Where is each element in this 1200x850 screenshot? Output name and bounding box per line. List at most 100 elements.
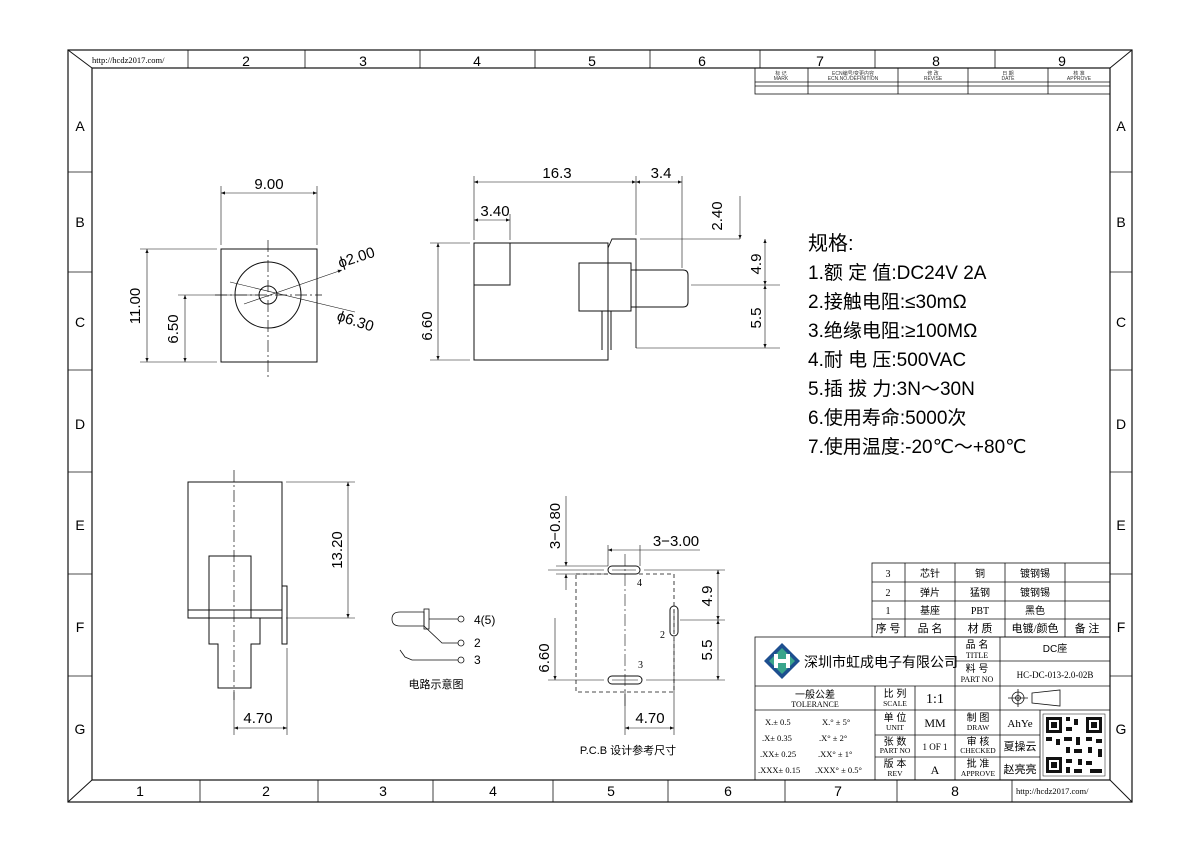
- pcb-pin2-label: 2: [660, 630, 665, 641]
- side-view: [430, 176, 780, 361]
- bom-r1-c3: 铜: [975, 568, 985, 580]
- rev-h-approve-en: APPROVE: [1067, 76, 1092, 82]
- row-left-C: C: [75, 314, 85, 330]
- unit-label: 单 位: [884, 711, 907, 724]
- col-bottom-5: 5: [607, 783, 615, 799]
- company-name: 深圳市虹成电子有限公司: [804, 654, 958, 670]
- title-value: DC座: [1043, 642, 1067, 655]
- top-ruler: [187, 50, 996, 68]
- pcb-pin3-label: 3: [638, 660, 643, 671]
- dim-pcb-upper: 4.9: [699, 586, 716, 607]
- rev-label: 版 本: [884, 757, 907, 770]
- partno-value: HC-DC-013-2.0-02B: [1017, 670, 1094, 680]
- col-bottom-8: 8: [951, 783, 959, 799]
- sheet-value: 1 OF 1: [922, 742, 947, 752]
- dim-pcb-width: 4.70: [635, 710, 664, 727]
- partno-label: 料 号: [966, 662, 989, 675]
- spec-item-3: 3.绝缘电阻:≥100MΩ: [808, 320, 977, 342]
- bom-h-material: 材 质: [968, 621, 993, 635]
- row-right-G: G: [1116, 721, 1127, 737]
- tol-r4-linear: .XXX± 0.15: [758, 765, 800, 775]
- draw-value: AhYe: [1007, 718, 1032, 730]
- title-label: 品 名: [966, 638, 989, 651]
- dim-front-hole-large: ϕ6.30: [335, 308, 376, 336]
- tol-r1-angle: X.° ± 5°: [822, 717, 850, 727]
- approve-value: 赵亮亮: [1004, 762, 1037, 776]
- rev-h-date-en: DATE: [1002, 76, 1016, 82]
- dim-side-step: 3.40: [480, 203, 509, 220]
- check-value: 夏操云: [1004, 739, 1037, 753]
- row-left-G: G: [75, 721, 86, 737]
- row-right-F: F: [1117, 619, 1126, 635]
- tol-r2-linear: .X± 0.35: [762, 733, 792, 743]
- dim-bottom-height: 13.20: [329, 531, 346, 569]
- qr-code-icon: [1042, 713, 1106, 777]
- row-right-C: C: [1116, 314, 1126, 330]
- title-block: [754, 636, 1111, 781]
- dim-pcb-lower: 5.5: [699, 640, 716, 661]
- partno-label-en: PART NO: [961, 675, 994, 684]
- dim-side-height: 6.60: [419, 311, 436, 340]
- specs-title: 规格:: [808, 232, 854, 255]
- bom-r2-c4: 镀钢锡: [1020, 586, 1050, 599]
- revision-block: [754, 67, 1111, 95]
- row-left-A: A: [75, 118, 85, 134]
- bom-h-name: 品 名: [918, 621, 943, 635]
- tolerance-label-en: TOLERANCE: [791, 700, 839, 709]
- rev-h-ecn-en: ECN.NO./DEFINITION: [828, 76, 879, 82]
- sheet-label-en: PART NO: [880, 746, 911, 755]
- draw-label-en: DRAW: [967, 723, 990, 732]
- dim-front-hole-small: ϕ2.00: [336, 244, 377, 272]
- projection-symbol-icon: [1008, 689, 1061, 707]
- bom-r3-c1: 1: [886, 606, 891, 617]
- bom-r1-c1: 3: [886, 569, 891, 580]
- dim-side-lower: 5.5: [748, 308, 765, 329]
- tol-r3-linear: .XX± 0.25: [760, 749, 796, 759]
- col-top-8: 8: [932, 53, 940, 69]
- dim-pcb-slot-v: 3−0.80: [547, 503, 564, 549]
- check-label-en: CHECKED: [960, 746, 996, 755]
- bom-table: [871, 562, 1111, 638]
- sheet-border: [67, 49, 1133, 803]
- tol-r4-angle: .XXX° ± 0.5°: [815, 765, 862, 775]
- bom-r1-c2: 芯针: [920, 567, 940, 580]
- draw-label: 制 图: [967, 711, 990, 724]
- bom-r3-c4: 黑色: [1025, 604, 1045, 617]
- check-label: 审 核: [967, 735, 990, 748]
- col-top-6: 6: [698, 53, 706, 69]
- dim-pcb-height: 6.60: [536, 643, 553, 672]
- rev-h-date: 日 期: [1002, 71, 1013, 77]
- col-top-9: 9: [1058, 53, 1066, 69]
- scale-label: 比 列: [884, 687, 907, 700]
- dim-front-center: 6.50: [165, 314, 182, 343]
- col-top-3: 3: [359, 53, 367, 69]
- side-ruler: [68, 171, 1132, 677]
- bom-r2-c1: 2: [886, 588, 891, 599]
- dim-side-upper: 4.9: [748, 254, 765, 275]
- bom-r2-c2: 弹片: [920, 586, 940, 599]
- bom-r3-c2: 基座: [920, 604, 940, 617]
- approve-label: 批 准: [967, 757, 990, 770]
- tol-r2-angle: .X° ± 2°: [819, 733, 847, 743]
- col-top-4: 4: [473, 53, 481, 69]
- rev-h-revise-en: REVISE: [924, 76, 943, 82]
- col-top-2: 2: [242, 53, 250, 69]
- circuit-diagram: [391, 608, 465, 664]
- tol-r1-linear: X.± 0.5: [765, 717, 791, 727]
- pcb-pin4-label: 4: [637, 578, 642, 589]
- col-bottom-2: 2: [262, 783, 270, 799]
- col-bottom-7: 7: [834, 783, 842, 799]
- bom-r3-c3: PBT: [971, 606, 989, 617]
- spec-item-4: 4.耐 电 压:500VAC: [808, 349, 966, 371]
- dim-pcb-slot-h: 3−3.00: [653, 533, 699, 550]
- bottom-view: [187, 470, 355, 735]
- dim-front-height: 11.00: [127, 288, 144, 324]
- rev-value: A: [931, 763, 940, 777]
- sheet-label: 张 数: [884, 735, 907, 748]
- spec-item-5: 5.插 拔 力:3N～30N: [808, 378, 975, 400]
- scale-value: 1:1: [926, 692, 944, 707]
- row-left-E: E: [75, 517, 84, 533]
- spec-item-2: 2.接触电阻:≤30mΩ: [808, 291, 967, 313]
- col-bottom-6: 6: [724, 783, 732, 799]
